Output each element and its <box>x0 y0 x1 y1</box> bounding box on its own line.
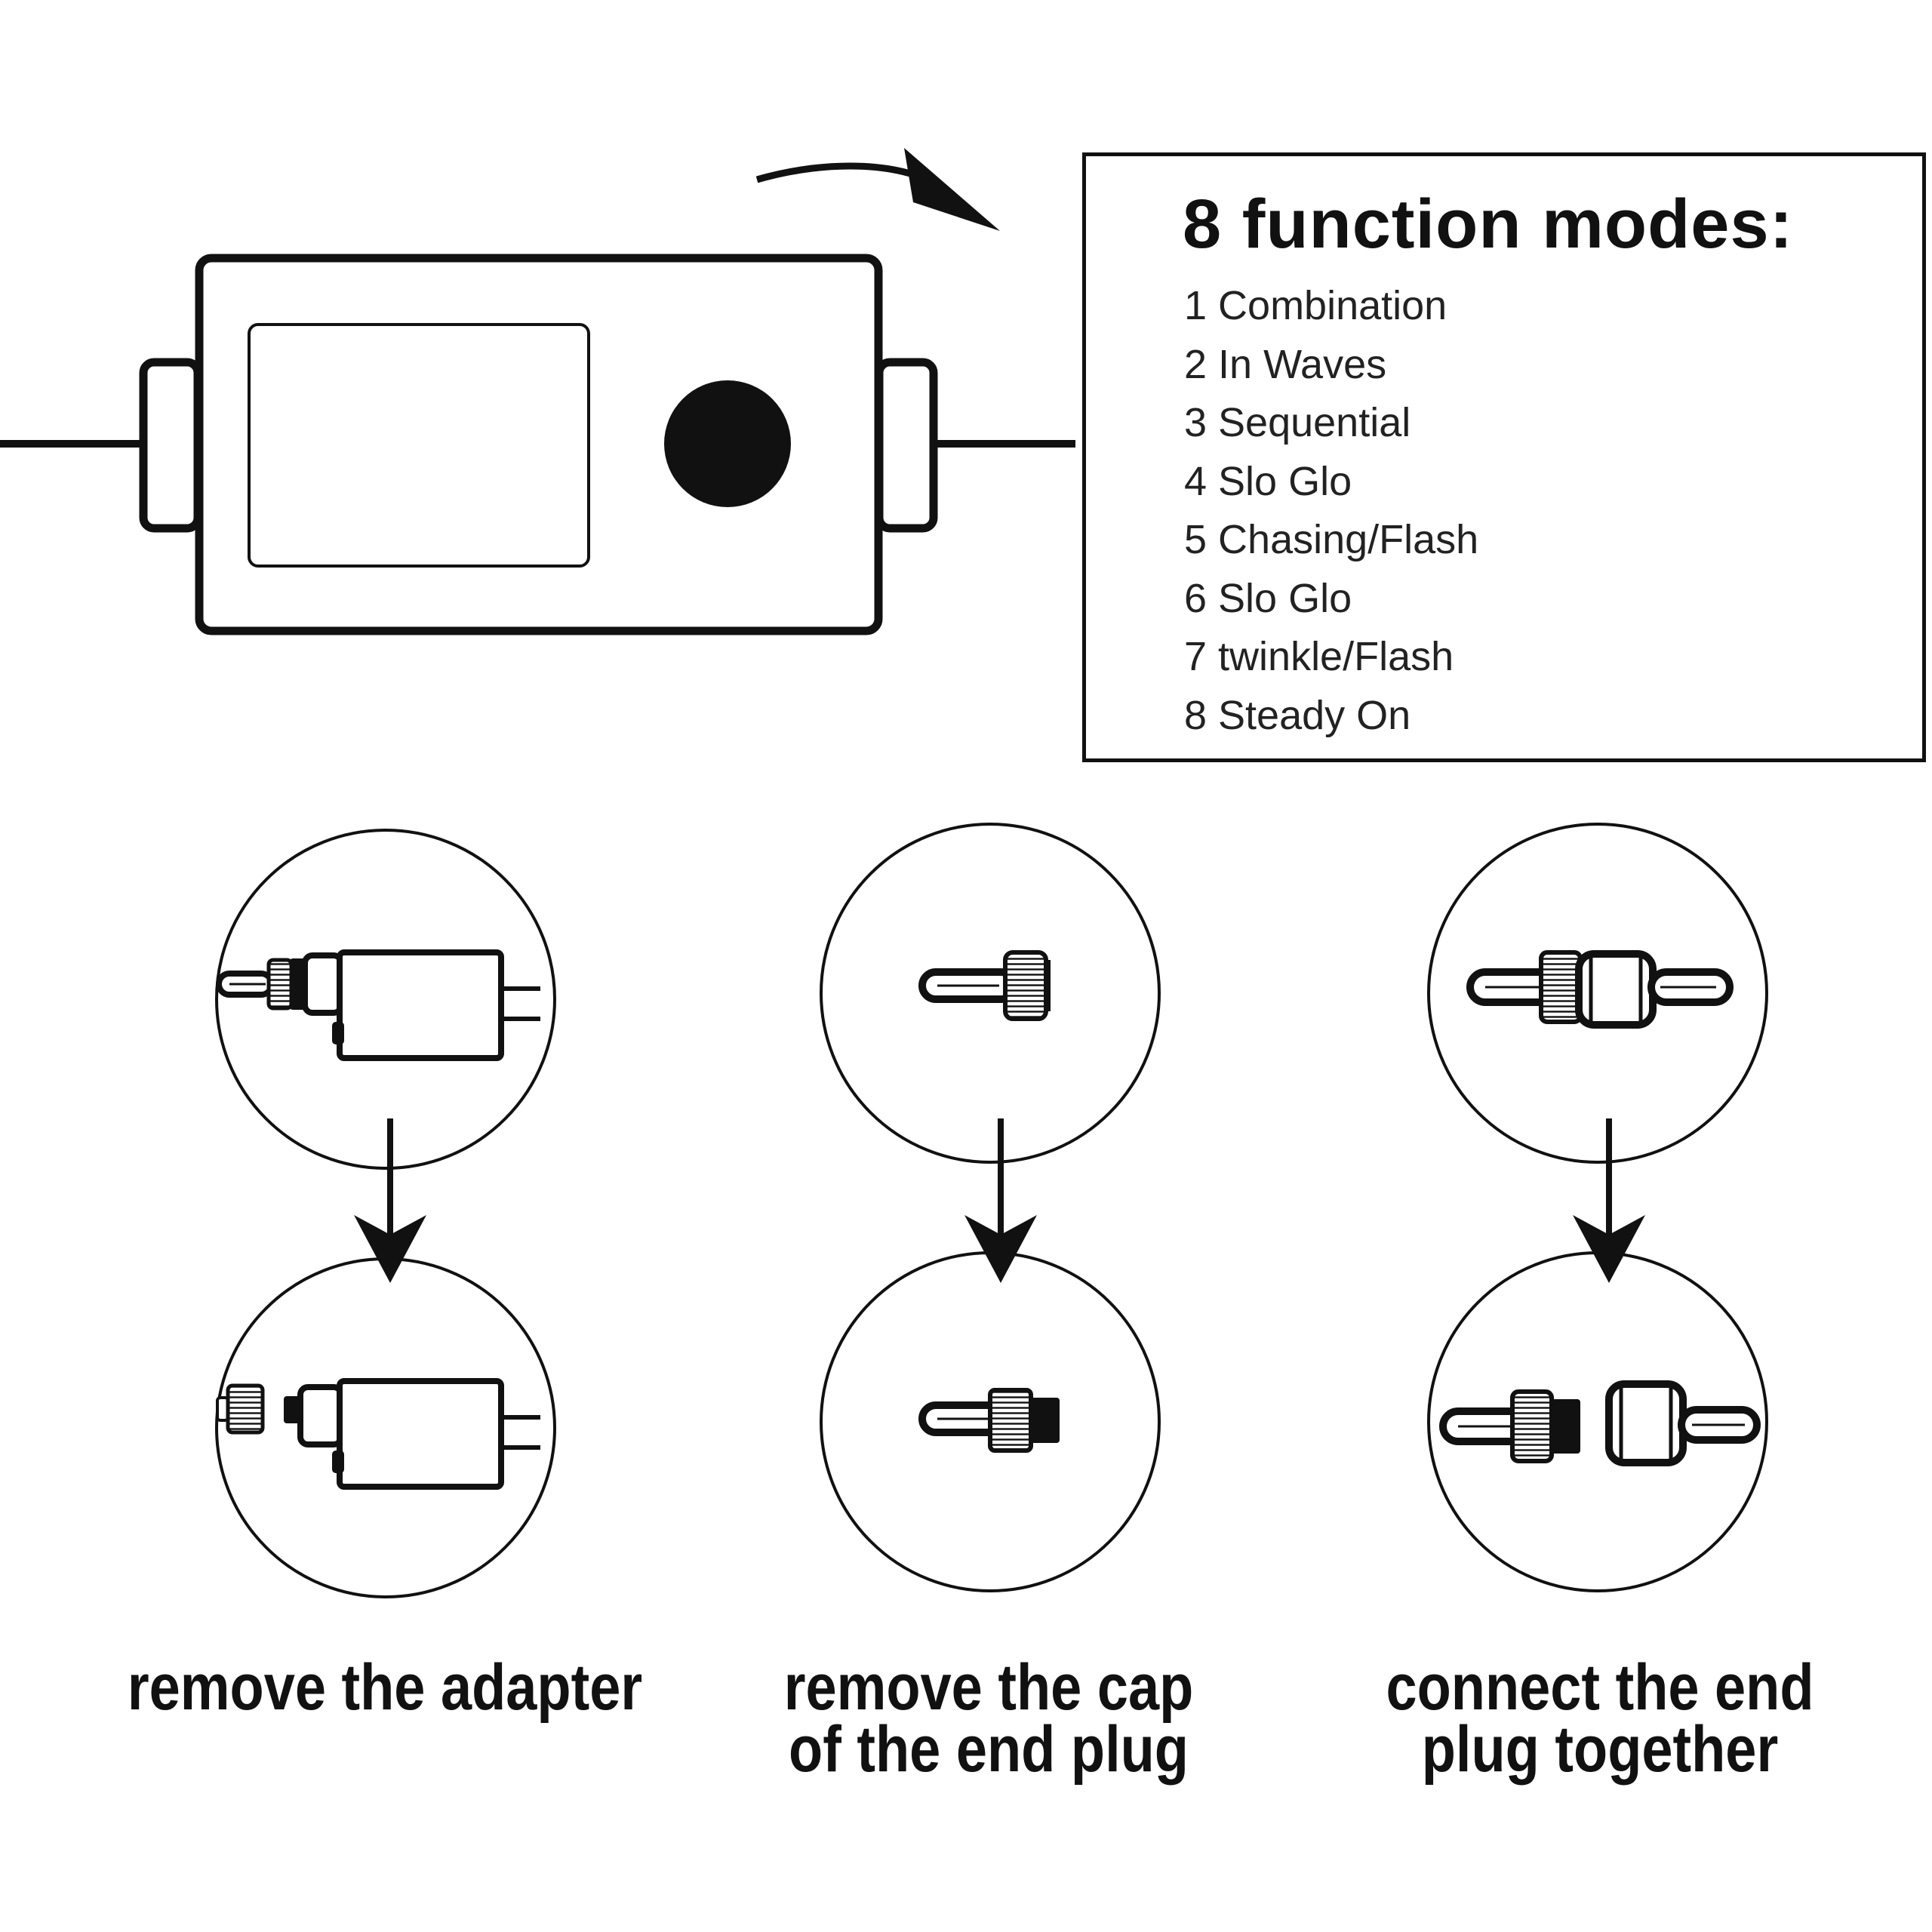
mode-item: 5 Chasing/Flash <box>1184 517 1479 562</box>
end-plug-cap-removed-icon <box>918 1388 1060 1453</box>
curved-arrow-icon <box>755 148 1000 231</box>
function-modes-panel: 8 function modes: 1 Combination 2 In Wav… <box>1082 152 1926 762</box>
step-circles <box>215 823 1768 1598</box>
step-2-caption: remove the cap of the end plug <box>697 1651 1281 1786</box>
controller-window <box>248 323 590 568</box>
step-3-caption-line: plug together <box>1421 1713 1779 1786</box>
step-1-caption: remove the adapter <box>93 1651 677 1724</box>
adapter-plug-removed-icon <box>216 1378 540 1490</box>
connector-right <box>875 358 938 533</box>
mode-item: 4 Slo Glo <box>1184 458 1352 504</box>
step-2-down-arrow-icon <box>964 1118 1037 1283</box>
mode-item: 3 Sequential <box>1184 400 1411 445</box>
step-2-caption-line: remove the cap <box>783 1651 1194 1724</box>
mode-list: 1 Combination 2 In Waves 3 Sequential 4 … <box>1184 277 1478 745</box>
plugs-separated-icon <box>1439 1380 1761 1466</box>
mode-item: 1 Combination <box>1184 283 1447 328</box>
adapter-with-plug-icon <box>216 949 540 1061</box>
plugs-connected-icon <box>1466 950 1734 1029</box>
mode-item: 6 Slo Glo <box>1184 575 1352 621</box>
mode-button-icon <box>664 380 791 507</box>
mode-item: 7 twinkle/Flash <box>1184 634 1454 679</box>
step-3-caption-line: connect the end <box>1386 1651 1814 1724</box>
modes-title: 8 function modes: <box>1183 186 1794 263</box>
step-1-caption-line: remove the adapter <box>127 1651 643 1724</box>
mode-item: 8 Steady On <box>1184 692 1411 738</box>
mode-item: 2 In Waves <box>1184 341 1387 387</box>
step-3-down-arrow-icon <box>1573 1118 1645 1283</box>
step-3-caption: connect the end plug together <box>1308 1651 1892 1786</box>
down-arrows <box>354 1118 1645 1283</box>
controller-unit <box>0 254 1075 635</box>
end-plug-with-cap-icon <box>918 950 1051 1021</box>
connector-left <box>139 358 202 533</box>
step-1-down-arrow-icon <box>354 1118 426 1283</box>
step-3-before-circle <box>1427 823 1768 1164</box>
step-1-before-circle <box>215 829 556 1170</box>
step-2-caption-line: of the end plug <box>789 1713 1189 1786</box>
step-2-before-circle <box>820 823 1161 1164</box>
